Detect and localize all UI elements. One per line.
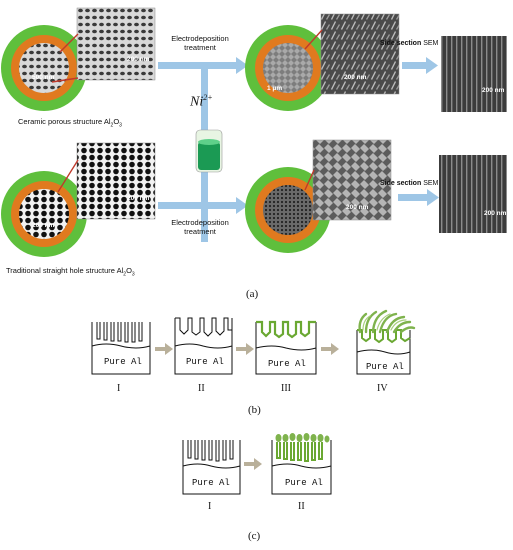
stage-label-i: I [117,383,121,394]
figure-c-diagram [182,433,332,495]
top-side-section-label: Side section SEM [380,40,439,47]
bottom-caption: Traditional straight hole structure Al2O… [6,266,135,278]
stage-c-ii-pure-al: Pure Al [285,478,323,488]
stage-iv-pure-al: Pure Al [366,362,404,372]
stage-iii-block [255,320,317,375]
figure-a-label: (a) [246,288,259,300]
bottom-electrodeposition-label: Electrodeposition treatment [171,218,229,236]
scale-label: 200 nm [484,210,507,217]
stage-ii-pure-al: Pure Al [186,357,224,367]
nickel-ion-label: Ni2+ [190,93,213,110]
scale-label: 200 nm [127,195,150,202]
bottom-sem-granular [312,139,392,221]
stage-c-i-pure-al: Pure Al [192,478,230,488]
top-side-section-sem [441,36,507,112]
top-caption: Ceramic porous structure Al2O3 [18,117,122,129]
stage-iii-pure-al: Pure Al [268,359,306,369]
bottom-side-section-sem [439,155,507,233]
bottom-sem-honeycomb [76,142,156,220]
stage-label-ii: II [198,383,205,394]
scale-label: 200 nm [482,87,505,94]
scale-label: 200 nm [346,204,369,211]
scale-label: 200 nm [344,74,367,81]
stage-iv-block [356,309,416,375]
scale-label: 500 nm [32,74,55,81]
stage-c-label-i: I [208,501,212,512]
top-arrow-shaft [158,62,238,69]
bottom-alumina-circle [1,171,87,257]
top-deposited-circle [245,25,331,111]
top-sem-porous [76,7,156,81]
top-electrodeposition-label: Electrodeposition treatment [171,34,229,52]
top-sem-flakes [320,13,400,95]
stage-i-block [91,322,151,375]
figure-c-label: (c) [248,530,261,542]
figure-b-diagram [91,309,416,375]
scale-label: 200 nm [127,56,150,63]
stage-c-i-block [182,440,241,495]
bottom-side-section-label: Side section SEM [380,180,439,187]
stage-c-label-ii: II [298,501,305,512]
stage-i-pure-al: Pure Al [104,357,142,367]
stage-label-iv: IV [377,383,388,394]
stage-c-ii-block [271,433,332,495]
bottom-deposited-circle [245,167,331,253]
stage-ii-block [174,317,233,375]
nickel-solution-vial [195,129,223,173]
stage-label-iii: III [281,383,291,394]
top-arrow-head [236,57,248,74]
figure-a-diagram [1,7,507,257]
figure-b-label: (b) [248,404,261,416]
scale-label: 1 μm [267,85,283,92]
scale-label: 200 nm [32,222,55,229]
